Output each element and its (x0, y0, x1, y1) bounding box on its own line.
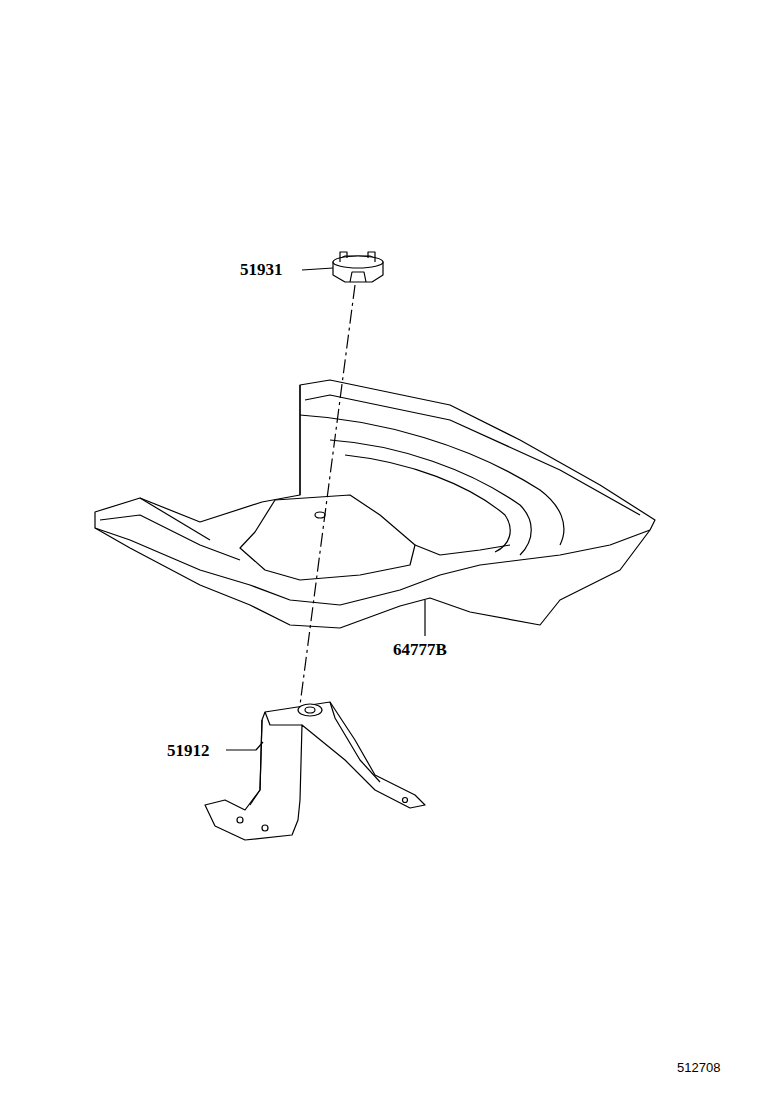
callout-number: 51931 (240, 261, 283, 278)
illustration-number: 512708 (677, 1061, 720, 1074)
callout-number: 64777B (393, 641, 447, 658)
callout-number: 51912 (167, 742, 210, 759)
